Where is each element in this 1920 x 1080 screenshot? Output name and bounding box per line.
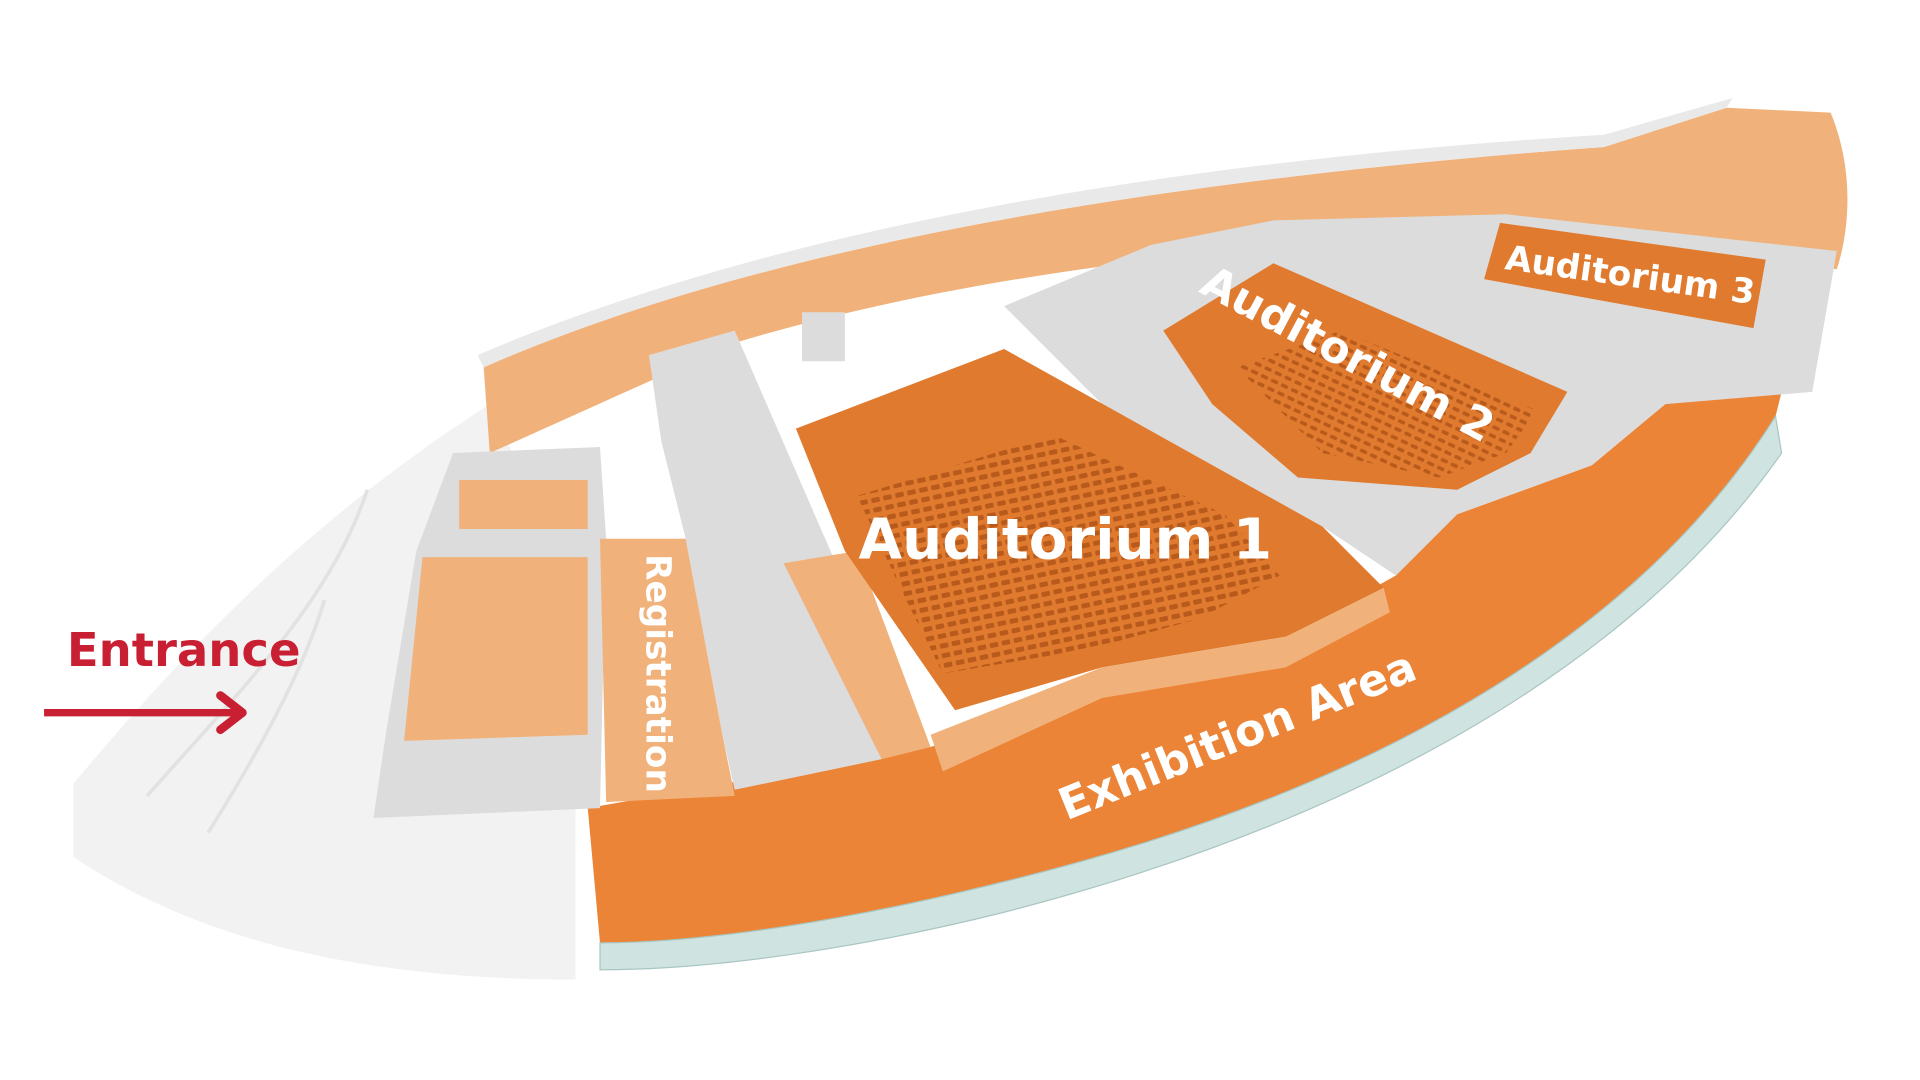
walkway-line <box>206 599 327 834</box>
entrance-label: Entrance <box>67 623 301 677</box>
cafe-floor <box>404 557 588 741</box>
registration-floor[interactable] <box>600 538 735 803</box>
meeting-room-floor <box>459 480 588 529</box>
wall-block <box>648 330 882 790</box>
entrance-arrow-icon <box>44 691 247 735</box>
auditorium-3-floor[interactable] <box>1484 222 1766 329</box>
back-wall <box>483 107 1848 454</box>
auditorium-1-seating <box>857 434 1280 674</box>
auditorium-1-wall <box>930 587 1390 772</box>
glass-facade <box>599 414 1783 971</box>
auditorium-1-label: Auditorium 1 <box>859 507 1273 572</box>
wall-block <box>802 312 845 362</box>
walkway-line <box>145 489 370 798</box>
corridor-floor <box>783 551 931 760</box>
auditorium-2-seating <box>1236 330 1537 478</box>
registration-label: Registration <box>638 554 678 793</box>
exhibition-area-floor[interactable] <box>587 367 1788 943</box>
